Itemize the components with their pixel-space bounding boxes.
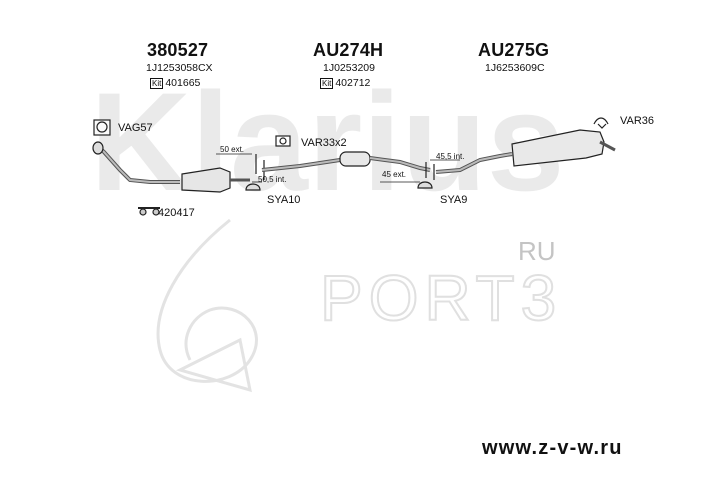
- klarius-watermark: Klarius: [90, 80, 565, 210]
- kit-1: Kit 401665: [150, 77, 200, 89]
- part-title-380527: 380527: [147, 40, 209, 60]
- kit-badge: Kit: [320, 77, 334, 89]
- port3-watermark: PORT3 RU: [156, 218, 562, 393]
- kit-number-1: 401665: [165, 77, 201, 89]
- port3-text: PORT3: [320, 262, 562, 334]
- gasket-icon-vag57: [93, 119, 111, 136]
- label-420417: 420417: [158, 207, 195, 219]
- clamp-icon-sya9: [417, 181, 433, 189]
- mount-icon-420417: [138, 207, 160, 216]
- ru-text: RU: [518, 236, 556, 266]
- label-45-ext: 45 ext.: [382, 170, 407, 179]
- part-code-3: 1J6253609C: [485, 62, 545, 74]
- part-title-au275g: AU275G: [478, 40, 550, 60]
- label-sya9: SYA9: [440, 194, 468, 206]
- label-45-5-int: 45,5 int.: [436, 152, 465, 161]
- label-sya10: SYA10: [267, 194, 301, 206]
- label-50-5-int: 50,5 int.: [258, 175, 287, 184]
- kit-number-2: 402712: [335, 77, 371, 89]
- catalytic-converter-assembly: [92, 141, 250, 193]
- hanger-icon-var33: [275, 135, 291, 147]
- middle-silencer: [261, 151, 431, 172]
- part-code-1: 1J1253058CX: [146, 62, 213, 74]
- label-var36: VAR36: [620, 115, 655, 127]
- exhaust-diagram: [92, 117, 616, 216]
- part-code-2: 1J0253209: [323, 62, 375, 74]
- footer-url: www.z-v-w.ru: [482, 437, 623, 459]
- klarius-watermark-text: Klarius: [90, 80, 565, 210]
- kit-badge: Kit: [150, 77, 164, 89]
- label-50-ext: 50 ext.: [220, 145, 245, 154]
- hanger-icon-var36: [593, 117, 609, 129]
- label-vag57: VAG57: [118, 122, 153, 134]
- clamp-icon-sya10: [245, 183, 261, 191]
- rear-silencer: [435, 129, 616, 174]
- part-title-au274h: AU274H: [313, 40, 384, 60]
- kit-2: Kit 402712: [320, 77, 370, 89]
- label-var33: VAR33x2: [301, 137, 347, 149]
